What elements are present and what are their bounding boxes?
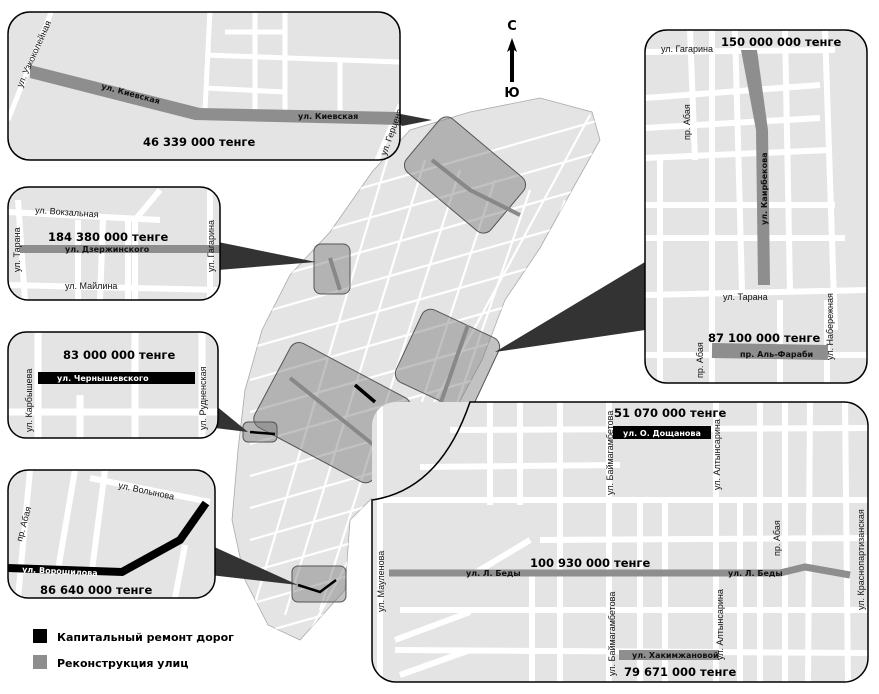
panel-chernyshevskogo: ул. Чернышевского ул. Карбышева ул. Рудн… (7, 331, 219, 439)
street-maulenova: ул. Мауленова (376, 551, 386, 612)
street-tarana-2: ул. Тарана (723, 292, 768, 302)
panel-dzerzhinskogo: ул. Дзержинского ул. Вокзальная ул. Тара… (7, 186, 221, 301)
zone-voroshilova (291, 565, 347, 603)
legend-swatch-capital-repair (33, 629, 47, 643)
chernyshevskogo-cost: 83 000 000 тенге (63, 348, 175, 362)
doshchanova-label: ул. О. Дощанова (623, 429, 701, 438)
legend: Капитальный ремонт дорог Реконструкция у… (33, 629, 234, 670)
al-farabi-cost: 87 100 000 тенге (708, 331, 820, 345)
voroshilova-cost: 86 640 000 тенге (40, 583, 152, 597)
khakimzhanovoy-cost: 79 671 000 тенге (624, 665, 736, 679)
panel-bedy: ул. Л. Беды ул. Л. Беды ул. О. Дощанова … (371, 401, 869, 683)
dzerzhinskogo-label: ул. Дзержинского (65, 245, 150, 254)
street-tarana: ул. Тарана (12, 227, 22, 272)
panel-kairbekova: ул. Каирбекова пр. Аль-Фараби ул. Гагари… (644, 29, 868, 384)
street-karbysheva: ул. Карбышева (24, 369, 34, 432)
street-krasnopartizanskaya: ул. Краснопартизанская (856, 509, 866, 610)
legend-capital-repair: Капитальный ремонт дорог (57, 631, 234, 644)
doshchanova-cost: 51 070 000 тенге (614, 406, 726, 420)
street-gagarina: ул. Гагарина (206, 220, 216, 272)
kievskaya-cost: 46 339 000 тенге (143, 135, 255, 149)
kairbekova-label: ул. Каирбекова (759, 152, 769, 225)
chernyshevskogo-label: ул. Чернышевского (57, 374, 149, 383)
street-altynsarina-1: ул. Алтынсарина (712, 419, 722, 490)
street-maylina: ул. Майлина (65, 281, 117, 291)
street-gagarina-2: ул. Гагарина (661, 44, 713, 54)
kievskaya-label-2: ул. Киевская (298, 112, 358, 121)
panel-voroshilova: ул. Ворошилова ул. Волынова пр. Абая 86 … (7, 469, 216, 599)
street-abaya-4: пр. Абая (772, 520, 782, 556)
street-vokzalnaya: ул. Вокзальная (35, 205, 99, 219)
al-farabi-label: пр. Аль-Фараби (740, 349, 813, 359)
compass: С Ю (504, 19, 519, 101)
dzerzhinskogo-cost: 184 380 000 тенге (48, 230, 168, 244)
street-altynsarina-2: ул. Алтынсарина (715, 589, 725, 660)
north-arrow-icon (507, 38, 517, 82)
bedy-cost: 100 930 000 тенге (530, 556, 650, 570)
khakimzhanovoy-label: ул. Хакимжановой (632, 651, 719, 660)
street-baymagambetova-1: ул. Баймагамбетова (605, 411, 615, 495)
street-abaya-2: пр. Абая (682, 104, 692, 140)
legend-swatch-reconstruction (33, 655, 47, 669)
legend-reconstruction: Реконструкция улиц (57, 657, 188, 670)
compass-north: С (507, 19, 517, 34)
street-abaya-3: пр. Абая (695, 342, 705, 378)
bedy-label-2: ул. Л. Беды (728, 569, 783, 578)
bedy-label-1: ул. Л. Беды (466, 569, 521, 578)
voroshilova-label: ул. Ворошилова (22, 565, 98, 578)
compass-south: Ю (504, 86, 519, 101)
street-naberezhnaya: ул. Набережная (825, 293, 835, 360)
panel-kievskaya: ул. Киевская ул. Киевская ул. Узкоколейн… (7, 11, 401, 161)
kairbekova-cost: 150 000 000 тенге (721, 35, 841, 49)
zone-kairbekova (394, 308, 501, 412)
street-baymagambetova-2: ул. Баймагамбетова (607, 592, 617, 676)
street-rudnenskaya: ул. Рудненская (198, 366, 208, 430)
